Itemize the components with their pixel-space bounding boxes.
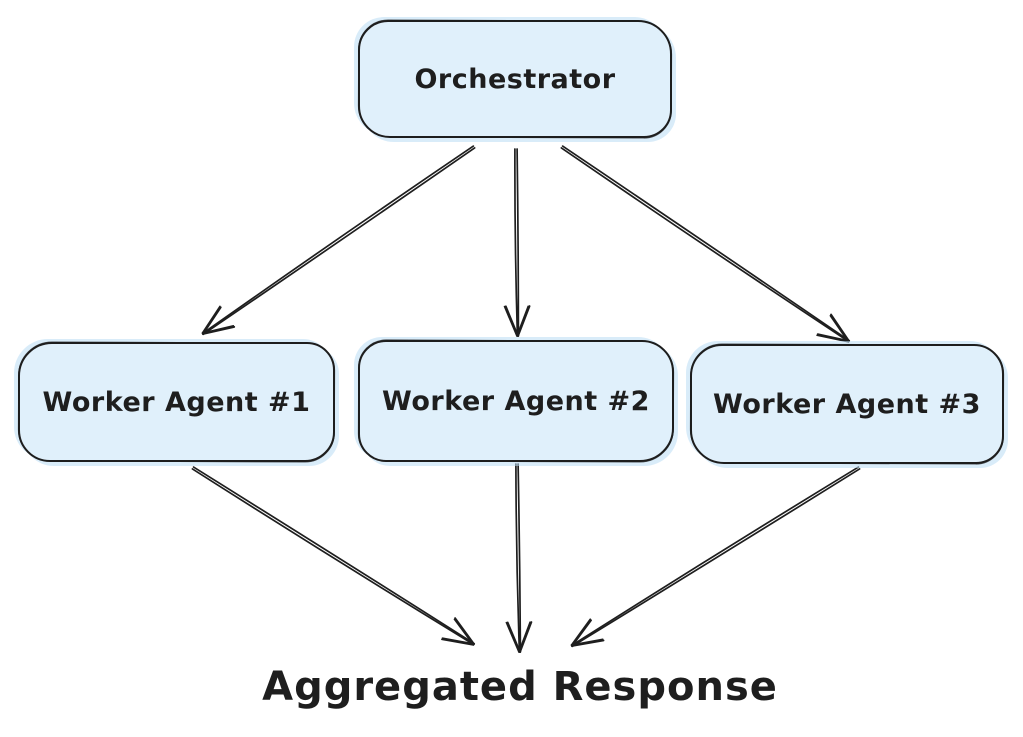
- node-orchestrator[interactable]: Orchestrator: [358, 20, 672, 138]
- node-orchestrator-label: Orchestrator: [414, 63, 616, 95]
- node-worker-3[interactable]: Worker Agent #3: [690, 344, 1004, 464]
- edge-worker-2-to-aggregated-response: [505, 463, 533, 653]
- edge-orchestrator-to-worker-1: [201, 145, 476, 336]
- node-worker-2-label: Worker Agent #2: [382, 385, 650, 417]
- edge-orchestrator-to-worker-2: [503, 148, 531, 337]
- node-worker-3-label: Worker Agent #3: [713, 388, 981, 420]
- aggregated-response-label[interactable]: Aggregated Response: [262, 664, 778, 710]
- edge-worker-3-to-aggregated-response: [570, 466, 861, 648]
- node-worker-1-label: Worker Agent #1: [42, 386, 311, 418]
- edge-worker-1-to-aggregated-response: [191, 466, 476, 646]
- node-worker-1[interactable]: Worker Agent #1: [18, 342, 335, 462]
- edge-orchestrator-to-worker-3: [560, 145, 851, 343]
- node-worker-2[interactable]: Worker Agent #2: [358, 340, 674, 462]
